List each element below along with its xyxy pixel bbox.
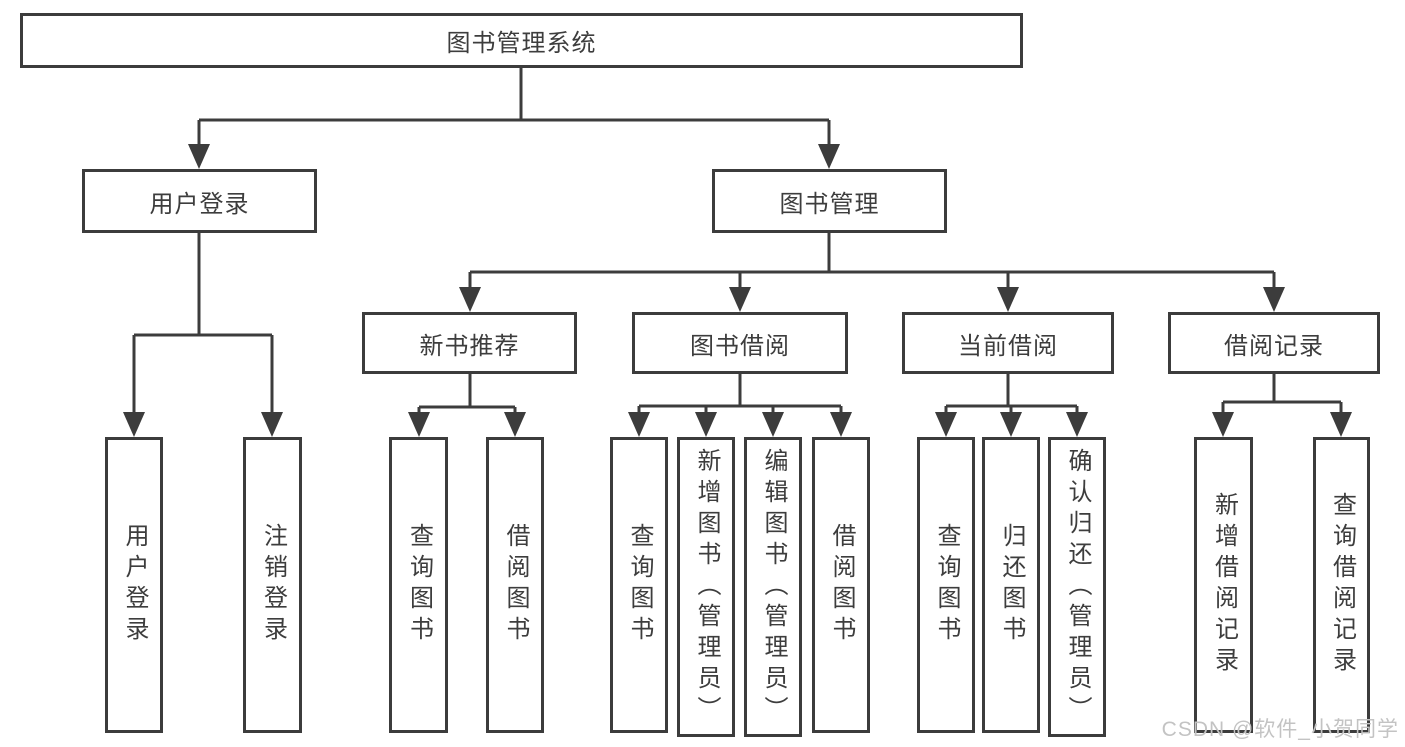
leaf-records-query-borrow-record: 查询借阅记录 [1313,437,1370,733]
node-book-borrowing: 图书借阅 [632,312,848,374]
leaf-borrowing-borrow-books: 借阅图书 [812,437,870,733]
node-library-management-system: 图书管理系统 [20,13,1023,68]
leaf-records-add-borrow-record: 新增借阅记录 [1194,437,1253,733]
node-current-borrowing: 当前借阅 [902,312,1114,374]
leaf-current-confirm-return-admin: 确认归还（管理员） [1048,437,1106,737]
arrowheads [123,144,1352,437]
leaf-borrowing-edit-books-admin: 编辑图书（管理员） [744,437,802,737]
node-new-book-recommendation: 新书推荐 [362,312,577,374]
leaf-logout-login: 注销登录 [243,437,302,733]
node-book-management: 图书管理 [712,169,947,233]
leaf-borrowing-query-books: 查询图书 [610,437,668,733]
leaf-current-return-books: 归还图书 [982,437,1040,733]
leaf-current-query-books: 查询图书 [917,437,975,733]
leaf-borrowing-add-books-admin: 新增图书（管理员） [677,437,735,737]
leaf-user-login: 用户登录 [105,437,163,733]
node-user-login: 用户登录 [82,169,317,233]
leaf-recommend-query-books: 查询图书 [389,437,448,733]
leaf-recommend-borrow-books: 借阅图书 [486,437,544,733]
node-borrowing-records: 借阅记录 [1168,312,1380,374]
csdn-watermark: CSDN @软件_小贺同学 [1161,718,1399,741]
